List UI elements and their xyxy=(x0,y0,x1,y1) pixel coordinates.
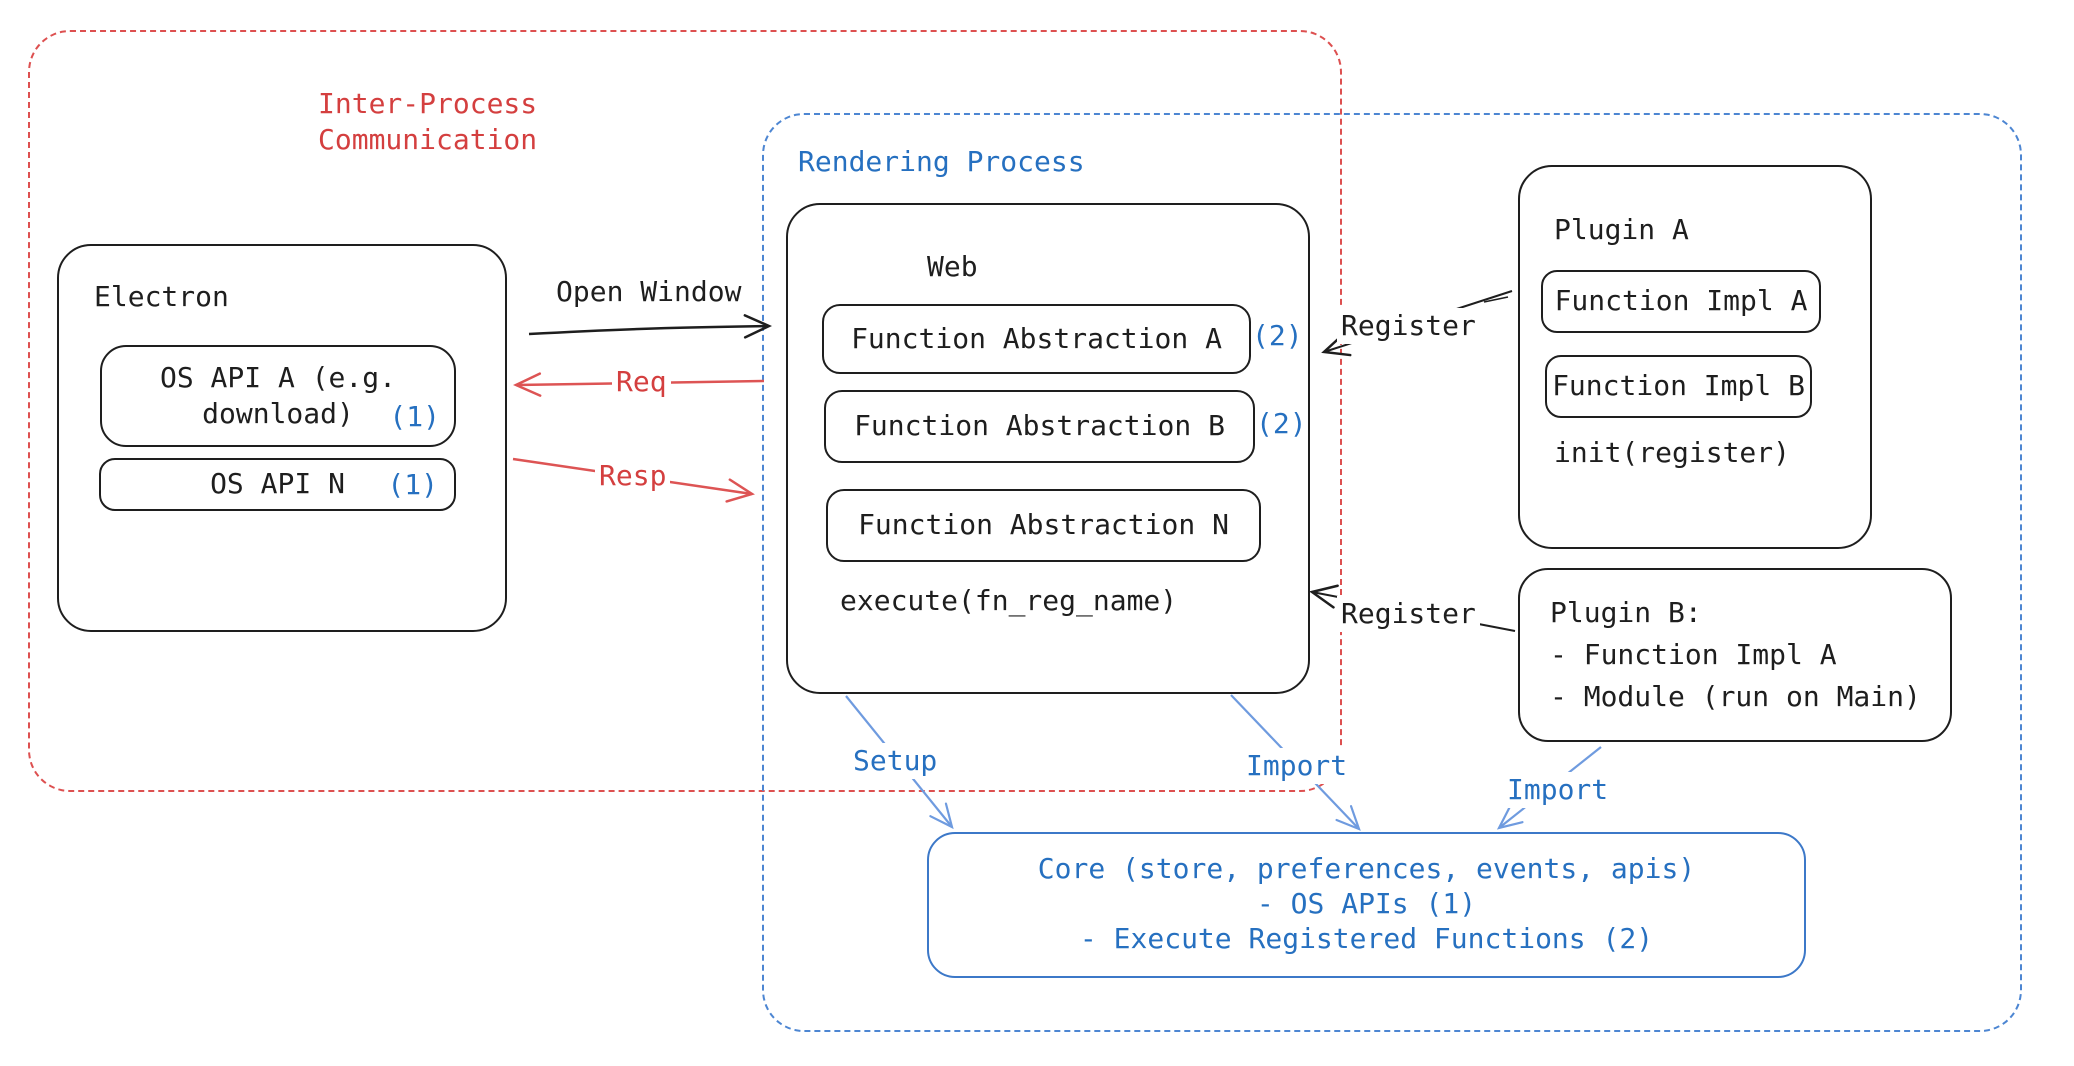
rendering-region-title: Rendering Process xyxy=(798,145,1085,178)
function-abstraction-a-badge: (2) xyxy=(1252,319,1303,352)
open-window-label: Open Window xyxy=(556,275,742,308)
ipc-title-line2: Communication xyxy=(318,123,538,156)
electron-title: Electron xyxy=(94,280,229,313)
plugin-a-title: Plugin A xyxy=(1554,213,1689,246)
core-line2: - OS APIs (1) xyxy=(1256,887,1477,920)
function-abstraction-b-badge: (2) xyxy=(1256,407,1307,440)
web-box: Web Function Abstraction A (2) Function … xyxy=(786,203,1310,694)
os-api-a-badge: (1) xyxy=(389,399,440,433)
plugin-a-init-label: init(register) xyxy=(1554,436,1791,469)
setup-label: Setup xyxy=(849,743,942,780)
plugin-b-title: Plugin B: xyxy=(1550,596,1702,629)
import-web-label: Import xyxy=(1242,748,1352,785)
os-api-a-line1: OS API A (e.g. xyxy=(159,360,396,394)
execute-label: execute(fn_reg_name) xyxy=(840,584,1178,617)
plugin-b-box: Plugin B: - Function Impl A - Module (ru… xyxy=(1518,568,1952,742)
ipc-region-box xyxy=(28,30,1342,792)
plugin-b-item-2: - Module (run on Main) xyxy=(1550,680,1921,713)
register-plugin-a-label: Register xyxy=(1337,308,1480,345)
function-impl-b-label: Function Impl B xyxy=(1552,369,1805,403)
register-plugin-b-label: Register xyxy=(1337,596,1480,633)
web-title: Web xyxy=(927,250,978,283)
os-api-n-label: OS API N xyxy=(210,467,345,501)
req-label: Req xyxy=(612,364,671,401)
os-api-a-line2: download) xyxy=(202,397,354,430)
function-impl-a-label: Function Impl A xyxy=(1554,284,1808,318)
function-abstraction-a-label: Function Abstraction A xyxy=(851,321,1222,355)
function-impl-b-box: Function Impl B xyxy=(1545,355,1812,418)
ipc-title-line1: Inter-Process xyxy=(318,87,538,120)
plugin-b-item-1: - Function Impl A xyxy=(1550,638,1837,671)
function-impl-a-box: Function Impl A xyxy=(1541,270,1821,333)
ipc-region-title: Inter-Process Communication xyxy=(318,86,537,158)
os-api-n-badge: (1) xyxy=(387,468,438,501)
function-abstraction-n-label: Function Abstraction N xyxy=(858,508,1229,542)
function-abstraction-b-box: Function Abstraction B xyxy=(824,390,1255,463)
electron-box: Electron OS API A (e.g. download) (1) OS… xyxy=(57,244,507,632)
plugin-a-box: Plugin A Function Impl A Function Impl B… xyxy=(1518,165,1872,549)
os-api-a-box: OS API A (e.g. download) (1) xyxy=(100,345,456,447)
function-abstraction-n-box: Function Abstraction N xyxy=(826,489,1261,562)
os-api-n-box: OS API N (1) xyxy=(99,458,456,511)
rendering-region-box xyxy=(762,113,2022,1032)
core-line1: Core (store, preferences, events, apis) xyxy=(1037,852,1696,885)
core-box: Core (store, preferences, events, apis) … xyxy=(927,832,1806,978)
function-abstraction-a-box: Function Abstraction A xyxy=(822,304,1251,374)
resp-label: Resp xyxy=(595,458,671,495)
function-abstraction-b-label: Function Abstraction B xyxy=(854,409,1225,443)
import-plugin-b-label: Import xyxy=(1503,772,1613,809)
core-line3: - Execute Registered Functions (2) xyxy=(1079,922,1654,955)
